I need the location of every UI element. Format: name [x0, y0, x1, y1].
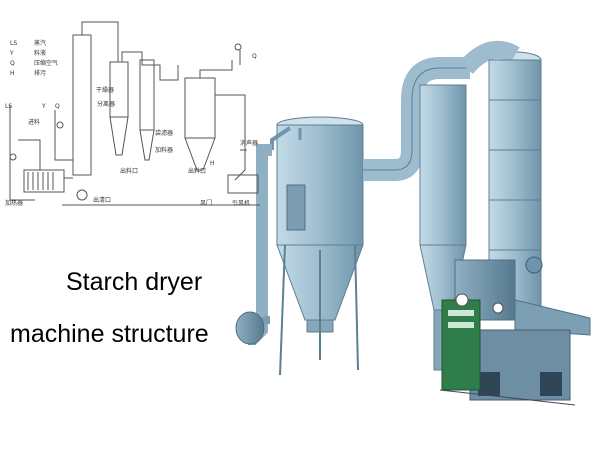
label-h-right: H	[210, 160, 215, 167]
return-duct	[235, 144, 272, 346]
caption-line-1: Starch dryer	[66, 268, 203, 296]
bag-filter-unit	[270, 116, 364, 376]
label-outlet-1: 出料口	[120, 167, 138, 175]
legend-code-1: Y	[9, 50, 14, 57]
label-ls-left: LS	[5, 103, 12, 110]
label-q-top: Q	[252, 53, 257, 60]
process-schematic: LS 蒸汽 Y 料液 Q 压缩空气 H 排污 干燥器 分离器 袋滤器 引风机 风…	[5, 21, 260, 207]
label-feeder: 加料器	[155, 146, 173, 154]
label-separator: 分离器	[97, 100, 115, 108]
legend-text-2: 压缩空气	[34, 59, 58, 67]
caption-line-2: machine structure	[10, 320, 209, 348]
label-q-left: Q	[55, 103, 60, 110]
legend-code-2: Q	[10, 60, 15, 67]
legend-text-0: 蒸汽	[34, 39, 46, 47]
label-dryer: 干燥器	[96, 86, 114, 94]
label-outlet-2: 出料口	[188, 167, 206, 175]
label-fan: 引风机	[232, 199, 250, 207]
label-air-door: 风门	[200, 199, 212, 207]
label-bag-filter: 袋滤器	[155, 129, 173, 137]
legend-code-3: H	[10, 70, 15, 77]
legend-text-3: 排污	[34, 69, 46, 77]
drive-base	[439, 259, 591, 406]
label-y-left: Y	[41, 103, 46, 110]
legend-text-1: 料液	[34, 49, 46, 57]
label-cleanout: 出清口	[93, 196, 111, 204]
label-heater: 加热器	[5, 199, 23, 207]
legend-code-0: LS	[10, 40, 17, 47]
connecting-duct	[363, 57, 470, 181]
label-muffler: 消声器	[240, 139, 258, 147]
label-feed: 进料	[28, 118, 40, 126]
